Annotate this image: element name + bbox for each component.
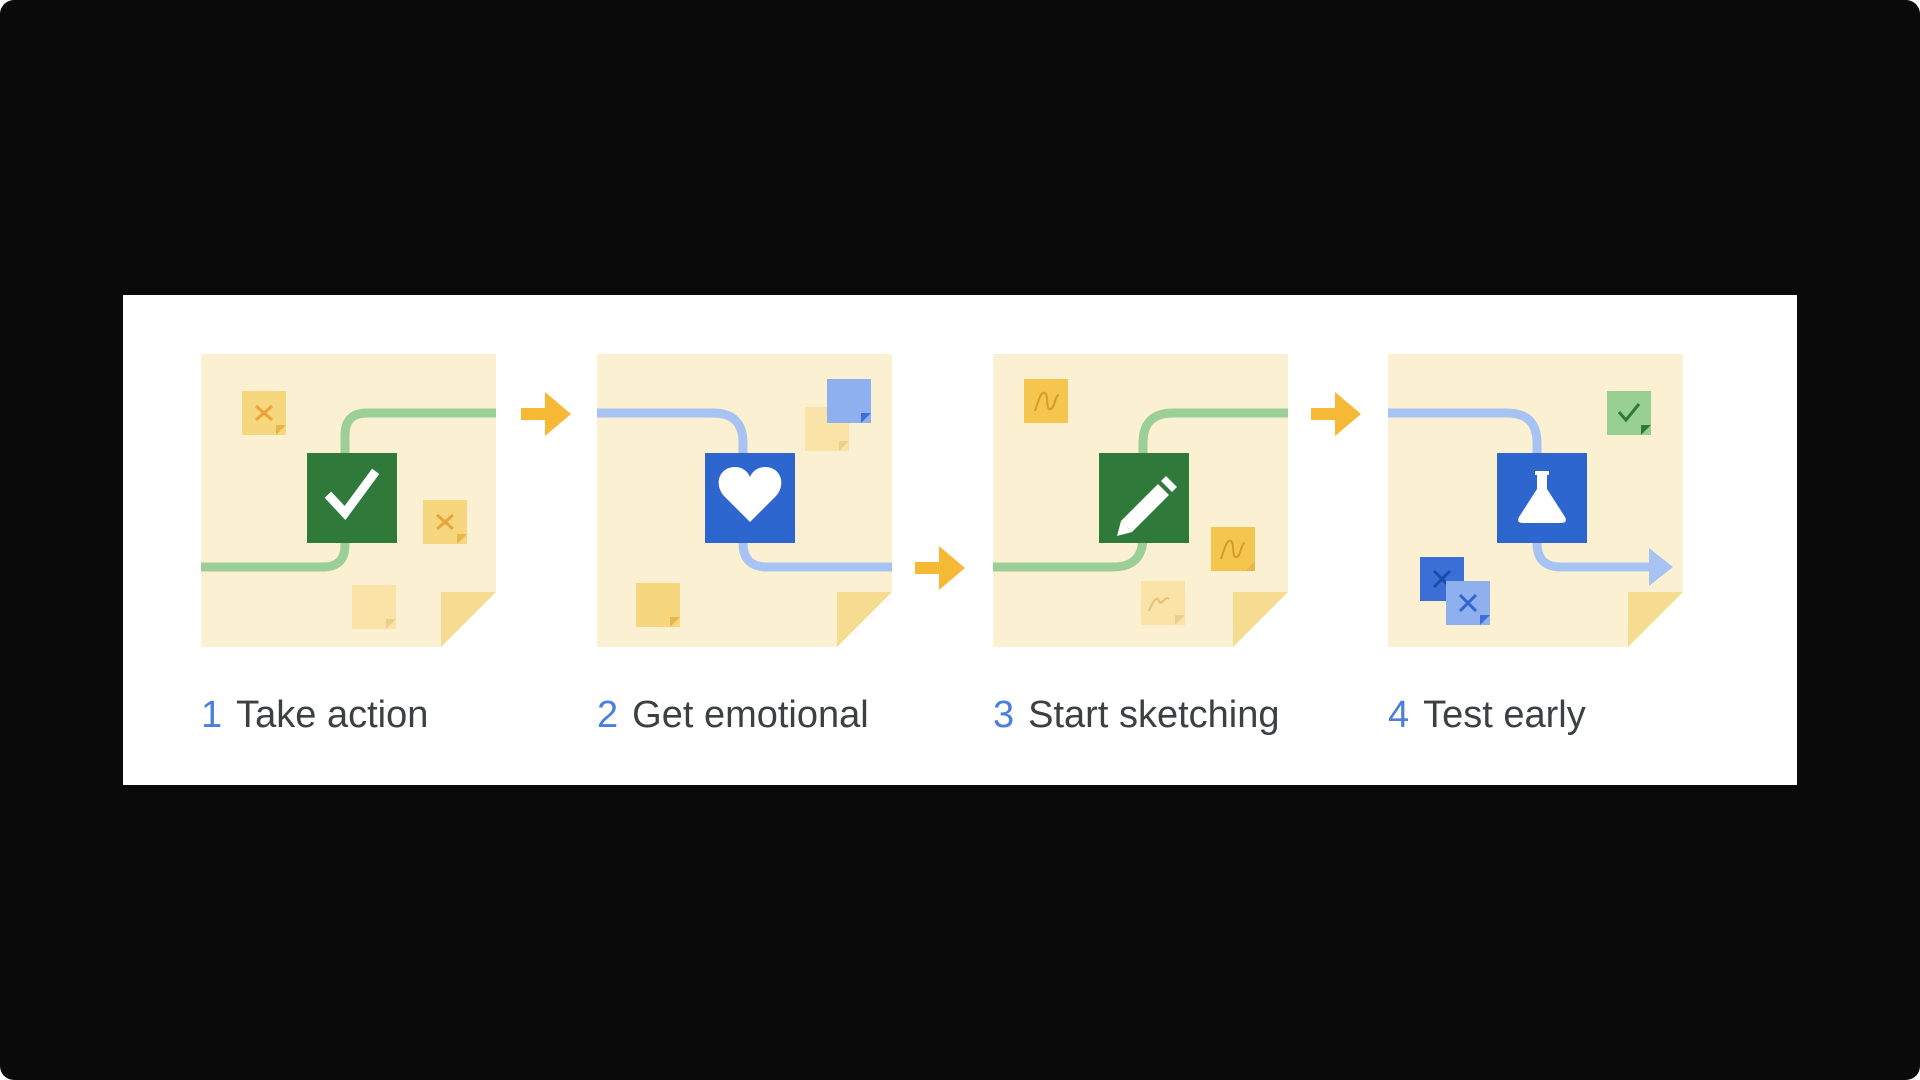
step-3-sticky-squiggle-top <box>1024 379 1068 423</box>
step-4-page-curl <box>1628 592 1683 647</box>
design-sprint-steps-panel: 1 Take action 2 Get emotional 3 Start sketc… <box>123 295 1797 785</box>
step-3-sticky-squiggle-right <box>1211 527 1255 571</box>
step-3-number: 3 <box>993 694 1015 736</box>
step-3-sticky-squiggle-faded <box>1141 581 1185 625</box>
step-4-number: 4 <box>1388 694 1410 736</box>
step-2-sticky-yellow <box>636 583 680 627</box>
step-2-page-curl <box>837 592 892 647</box>
flask-icon <box>1518 471 1566 523</box>
step-1-sticky-x-top <box>242 391 286 435</box>
step-4-label: 4 Test early <box>1388 690 1586 740</box>
step-1-label: 1 Take action <box>201 690 428 740</box>
step-1-title: Take action <box>236 694 429 736</box>
checkmark-icon <box>324 468 380 521</box>
pencil-icon <box>1117 476 1177 536</box>
step-4-arrowhead <box>1649 548 1673 586</box>
step-2-illustration <box>597 354 892 647</box>
step-4-sticky-check <box>1607 391 1651 435</box>
step-2-number: 2 <box>597 694 619 736</box>
step-4-illustration <box>1388 354 1683 647</box>
step-4-sticky-x-front <box>1446 581 1490 625</box>
arrow-3-to-4 <box>1311 392 1361 436</box>
step-1-sticky-x-right <box>423 500 467 544</box>
step-1-sticky-blank <box>352 585 396 629</box>
step-2-title: Get emotional <box>632 694 869 736</box>
step-2-sticky-blue <box>827 379 871 423</box>
step-4-title: Test early <box>1423 694 1586 736</box>
step-1-number: 1 <box>201 694 223 736</box>
arrow-2-to-3 <box>915 546 965 590</box>
step-3-page-curl <box>1233 592 1288 647</box>
arrow-1-to-2 <box>521 392 571 436</box>
step-1-illustration <box>201 354 496 647</box>
step-3-label: 3 Start sketching <box>993 690 1279 740</box>
step-1-page-curl <box>441 592 496 647</box>
step-3-illustration <box>993 354 1288 647</box>
heart-icon <box>718 467 782 522</box>
step-3-title: Start sketching <box>1028 694 1280 736</box>
step-2-label: 2 Get emotional <box>597 690 869 740</box>
steps-illustration <box>201 354 1683 647</box>
